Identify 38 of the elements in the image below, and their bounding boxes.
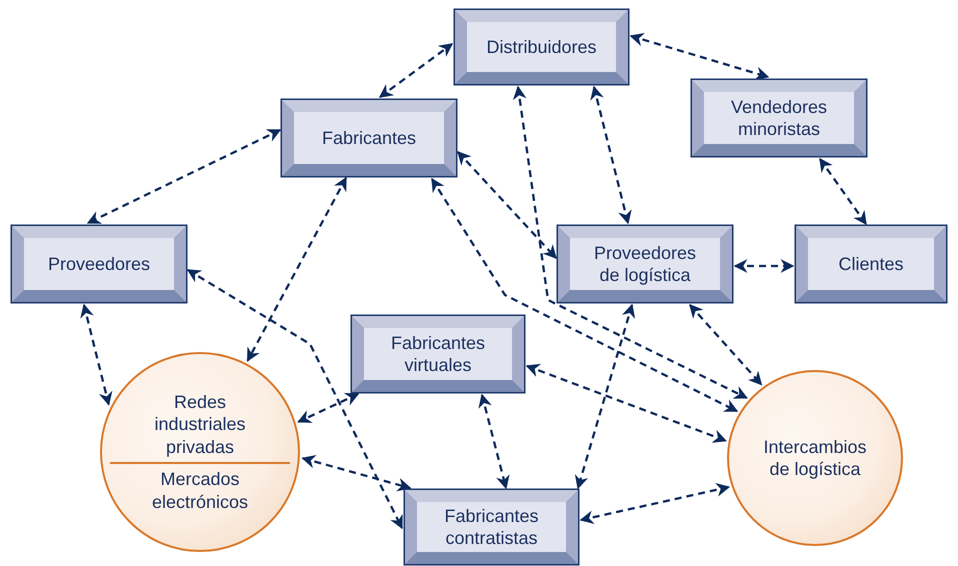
- node-label: Clientes: [838, 252, 904, 276]
- arrow: [457, 150, 557, 260]
- arrow: [580, 483, 730, 524]
- arrow: [819, 158, 867, 226]
- node-label: Redes industriales privadas: [153, 390, 247, 458]
- node-label: Distribuidores: [486, 36, 597, 58]
- node-label: Mercados electrónicos: [150, 468, 250, 514]
- arrow: [186, 269, 404, 530]
- process-box: [282, 100, 456, 176]
- process-box: [12, 226, 186, 302]
- arrow: [431, 178, 738, 412]
- arrow: [301, 454, 412, 492]
- arrow: [630, 32, 770, 80]
- arrow: [86, 128, 282, 224]
- process-box: [558, 226, 732, 302]
- arrow: [478, 394, 510, 490]
- process-box: [352, 316, 524, 392]
- node-label: Fabricantes contratistas: [443, 504, 540, 550]
- process-box: [692, 80, 866, 156]
- arrow: [512, 86, 748, 399]
- process-box: [455, 10, 628, 84]
- node-label: Intercambios de logística: [763, 436, 867, 480]
- node-label: Proveedores: [48, 252, 150, 276]
- arrow: [734, 259, 794, 273]
- arrow: [297, 392, 360, 423]
- arrow: [689, 304, 762, 386]
- arrow: [80, 304, 112, 406]
- process-box: [796, 226, 946, 302]
- node-label: Fabricantes virtuales: [390, 332, 486, 376]
- node-label: Proveedores de logística: [592, 242, 698, 286]
- arrow: [246, 176, 348, 362]
- node-label: Vendedores minoristas: [730, 96, 828, 140]
- arrow: [590, 86, 632, 224]
- arrow: [526, 364, 727, 443]
- process-box: [405, 490, 578, 564]
- arrow: [378, 43, 454, 98]
- arrow: [574, 304, 636, 490]
- node-label: Fabricantes: [322, 126, 416, 150]
